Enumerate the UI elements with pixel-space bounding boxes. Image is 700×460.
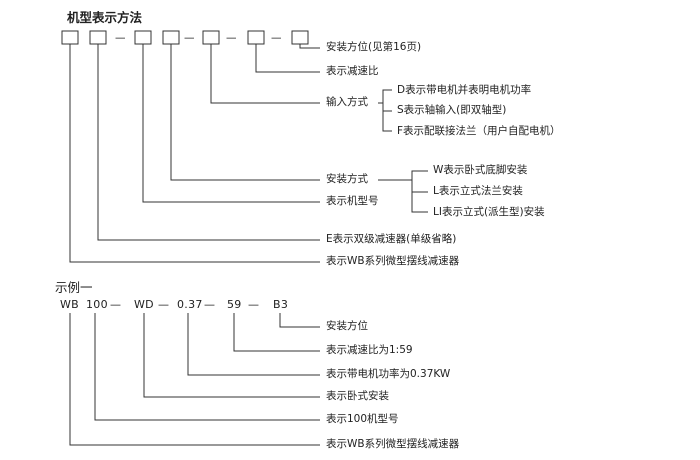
code-box-mount-position <box>291 30 309 45</box>
dash: — <box>204 298 216 311</box>
ex-leader-ratio <box>233 313 320 352</box>
code-box-double-stage <box>89 30 107 45</box>
ex-leader-mount <box>279 313 320 328</box>
ex-label-horizontal: 表示卧式安装 <box>326 390 389 402</box>
section1-title: 机型表示方法 <box>67 10 143 25</box>
label-mount-position: 安装方位(见第16页) <box>326 41 422 53</box>
ex-label-power: 表示带电机功率为0.37KW <box>326 368 451 380</box>
dash: — <box>271 32 282 44</box>
leader-series <box>69 44 320 263</box>
code-box-model <box>134 30 152 45</box>
ex-leader-power <box>187 313 320 376</box>
ex-leader-series <box>69 313 320 446</box>
dash: — <box>110 298 122 311</box>
ex-label-model100: 表示100机型号 <box>326 413 399 425</box>
dash: — <box>115 32 126 44</box>
label-double-stage: E表示双级减速器(单级省略) <box>326 233 457 245</box>
dash: — <box>248 298 260 311</box>
label-mount-mode: 安装方式 <box>326 173 368 185</box>
ex-label-mount-position: 安装方位 <box>326 320 368 332</box>
ex-label-series: 表示WB系列微型摆线减速器 <box>326 438 460 450</box>
leader-mount-position <box>299 44 320 49</box>
code-wd: WD <box>134 298 154 311</box>
code-box-input <box>202 30 220 45</box>
code-box-mount-mode <box>162 30 180 45</box>
section2-title: 示例一 <box>55 280 93 295</box>
label-mount-li: LI表示立式(派生型)安装 <box>433 206 545 218</box>
label-mount-l: L表示立式法兰安装 <box>433 185 523 197</box>
ex-leader-model <box>94 313 320 421</box>
code-box-series <box>61 30 79 45</box>
code-wb: WB <box>60 298 80 311</box>
label-mount-w: W表示卧式底脚安装 <box>433 164 528 176</box>
leader-input <box>210 44 320 104</box>
code-b3: B3 <box>273 298 289 311</box>
leader-mount-mode <box>170 44 320 181</box>
code-59: 59 <box>227 298 242 311</box>
label-input-f: F表示配联接法兰（用户自配电机） <box>397 125 561 137</box>
leader-ratio <box>255 44 320 73</box>
label-model-no: 表示机型号 <box>326 195 379 207</box>
label-series: 表示WB系列微型摆线减速器 <box>326 255 460 267</box>
label-input-s: S表示轴输入(即双轴型) <box>397 104 507 116</box>
leader-model <box>142 44 320 203</box>
label-input-d: D表示带电机并表明电机功率 <box>397 84 532 96</box>
dash: — <box>226 32 237 44</box>
code-100: 100 <box>86 298 108 311</box>
ex-label-ratio: 表示减速比为1:59 <box>326 344 413 356</box>
leader-double-stage <box>97 44 320 241</box>
label-reduction-ratio: 表示减速比 <box>326 65 379 77</box>
code-037: 0.37 <box>177 298 203 311</box>
ex-leader-horizontal <box>143 313 320 398</box>
dash: — <box>184 32 195 44</box>
code-box-ratio <box>247 30 265 45</box>
dash: — <box>158 298 170 311</box>
label-input-mode: 输入方式 <box>326 96 368 108</box>
